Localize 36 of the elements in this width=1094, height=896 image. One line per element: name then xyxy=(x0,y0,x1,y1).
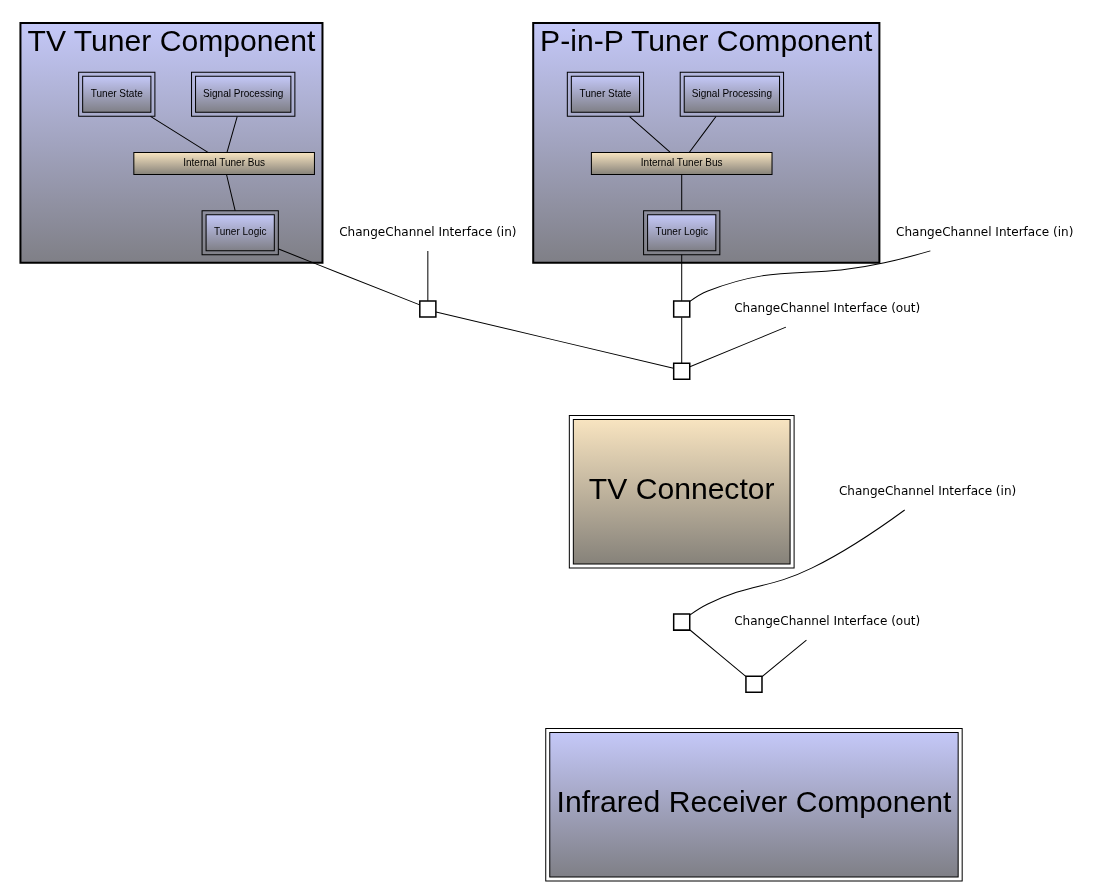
connector xyxy=(681,174,683,212)
node-text: ChangeChannel Interface (out) xyxy=(734,614,921,629)
connector xyxy=(435,311,674,369)
node-box xyxy=(745,675,763,694)
node-box: Signal Processing xyxy=(679,71,785,117)
connector xyxy=(226,116,238,153)
connector xyxy=(278,248,421,306)
node-text: ChangeChannel Interface (in) xyxy=(339,224,517,239)
connector xyxy=(427,250,429,302)
connector xyxy=(761,639,807,678)
node-text: ChangeChannel Interface (in) xyxy=(896,224,1074,239)
node-box: TV Connector xyxy=(568,414,795,569)
node-box: Tuner State xyxy=(78,71,156,117)
node-text: ChangeChannel Interface (in) xyxy=(838,483,1017,498)
connector xyxy=(226,174,236,212)
connector xyxy=(689,629,747,677)
node-box: Internal Tuner Bus xyxy=(590,152,773,176)
node-box: Internal Tuner Bus xyxy=(133,152,315,176)
connector xyxy=(681,254,683,302)
connector xyxy=(629,116,671,153)
connector xyxy=(688,116,717,153)
connector xyxy=(689,326,787,368)
node-box: Tuner Logic xyxy=(643,210,721,256)
connector xyxy=(689,250,931,302)
node-box xyxy=(419,300,437,318)
connector xyxy=(681,316,683,364)
node-box: Tuner Logic xyxy=(201,210,279,256)
node-box: Signal Processing xyxy=(191,71,296,117)
connector xyxy=(149,115,209,153)
node-box xyxy=(672,362,691,380)
node-box: Tuner State xyxy=(566,71,645,117)
node-box xyxy=(672,300,691,318)
node-box xyxy=(672,613,691,631)
node-text: ChangeChannel Interface (out) xyxy=(734,301,921,316)
node-box: Infrared Receiver Component xyxy=(545,727,963,882)
connector xyxy=(689,509,906,616)
